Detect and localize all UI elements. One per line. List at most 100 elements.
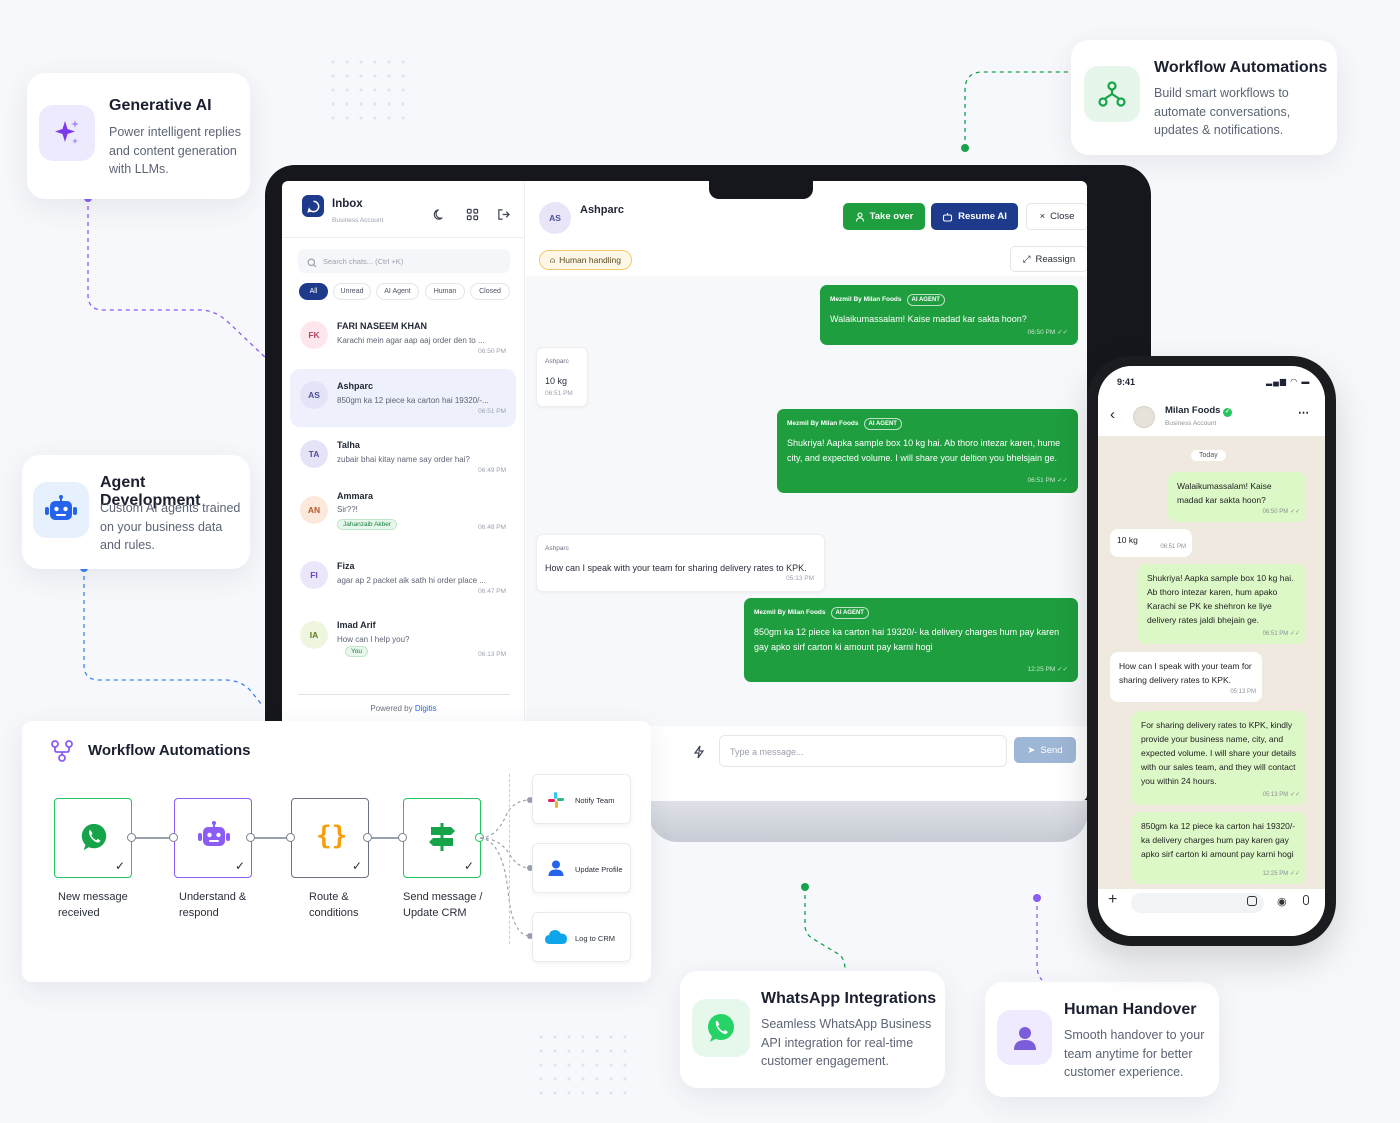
message-time: 05:13 PM [786,574,814,582]
user-icon: ⍝ [550,254,556,265]
phone-message-text: Walaikumassalam! Kaise madad kar sakta h… [1177,481,1272,505]
chat-time: 06:47 PM [478,588,506,595]
phone-message-time: 06:50 PM ✓✓ [1262,509,1300,515]
inbox-title: Inbox [332,198,363,210]
message-text: 850gm ka 12 piece ka carton hai 19320/- … [754,626,1060,653]
avatar: FI [300,561,328,589]
feature-card-whatsapp: WhatsApp Integrations Seamless WhatsApp … [680,971,945,1088]
more-icon[interactable]: ⋯ [1298,407,1309,419]
powered-by-prefix: Powered by [370,704,413,713]
workflow-node-understand[interactable]: ✓ [174,798,252,878]
chat-list-item[interactable]: FI Fiza agar ap 2 packet aik sath hi ord… [290,549,516,607]
sticker-icon[interactable] [1247,896,1257,906]
person-icon [997,1010,1052,1065]
filter-all[interactable]: All [299,283,328,300]
phone-message-time: 06:51 PM [1160,544,1186,550]
feature-desc: Seamless WhatsApp Business API integrati… [761,1017,932,1068]
node-label: Understand & respond [179,891,247,919]
message-sender: Mezmil By Milan Foods [830,296,902,303]
phone-message-text: For sharing delivery rates to KPK, kindl… [1141,720,1296,786]
message-input[interactable]: Type a message... [719,735,1007,767]
chat-list-item[interactable]: FK FARI NASEEM KHAN Karachi mein agar aa… [290,309,516,367]
robot-icon [197,821,231,856]
take-over-button[interactable]: Take over [843,203,925,230]
connector-dot [286,833,295,842]
mic-icon[interactable] [1303,895,1309,905]
action-notify-team[interactable]: Notify Team [532,774,631,824]
dots-decoration [326,55,410,125]
chat-list-item[interactable]: AN Ammara Sir??! Jahanzaib Akber 06:48 P… [290,481,516,543]
connector-dot [398,833,407,842]
message-time: 06:51 PM [545,389,573,397]
logout-icon[interactable] [497,208,510,226]
phone-message-outgoing: 850gm ka 12 piece ka carton hai 19320/- … [1132,812,1306,884]
assignee-badge: You [345,646,368,657]
filter-ai-agent[interactable]: AI Agent [376,283,419,300]
feature-title: Workflow Automations [1154,59,1328,76]
connector-dot [127,833,136,842]
inbox-subtitle: Business Account [332,217,384,224]
workflow-node-send[interactable]: ✓ [403,798,481,878]
connector-dot [169,833,178,842]
chat-list-item[interactable]: IA Imad Arif How can I help you? You 06:… [290,608,516,670]
filter-human[interactable]: Human [425,283,465,300]
chat-preview: zubair bhai kitay name say order hai? [337,455,470,464]
feature-card-agent-development: Agent Development Custom AI agents train… [22,455,250,569]
close-button[interactable]: × Close [1026,203,1087,230]
chat-preview: 850gm ka 12 piece ka carton hai 19320/-.… [337,396,489,405]
message-sender: Ashparc [545,545,569,552]
avatar: FK [300,321,328,349]
whatsapp-icon [78,821,110,858]
phone-message-text: How can I speak with your team for shari… [1119,661,1252,685]
back-icon[interactable]: ‹ [1110,406,1115,423]
workflow-node-new-message[interactable]: ✓ [54,798,132,878]
connector-line [251,837,291,839]
chat-list-item[interactable]: TA Talha zubair bhai kitay name say orde… [290,428,516,486]
lightning-icon[interactable] [693,745,705,764]
phone-message-text: 10 kg [1117,535,1138,545]
plus-icon[interactable]: + [1108,891,1118,908]
filter-closed[interactable]: Closed [470,283,510,300]
chat-time: 06:50 PM [478,348,506,355]
moon-icon[interactable] [433,208,446,226]
camera-notch [709,181,813,199]
laptop-base [648,800,1088,842]
chat-time: 06:51 PM [478,408,506,415]
message-sender: Ashparc [545,358,569,365]
contact-name: Milan Foods ✓ [1165,405,1233,417]
filter-unread[interactable]: Unread [333,283,371,300]
action-update-profile[interactable]: Update Profile [532,843,631,893]
resume-ai-button[interactable]: Resume AI [931,203,1018,230]
phone-message-input[interactable] [1131,893,1264,913]
chat-time: 06:49 PM [478,467,506,474]
powered-by-brand[interactable]: Digitis [414,704,437,713]
phone-message-time: 05:13 PM ✓✓ [1262,792,1300,798]
send-button[interactable]: ➤ Send [1014,737,1076,763]
message-bubble-incoming: Ashparc How can I speak with your team f… [536,534,825,592]
action-label: Notify Team [575,796,615,805]
feature-title: WhatsApp Integrations [761,990,937,1007]
check-icon: ✓ [114,859,125,873]
workflow-node-route[interactable]: {} ✓ [291,798,369,878]
reassign-button[interactable]: ⤢ Reassign [1010,246,1087,272]
chat-list-item-selected[interactable]: AS Ashparc 850gm ka 12 piece ka carton h… [290,369,516,427]
branch-lines [480,797,533,939]
chat-preview: Karachi mein agar aap aaj order den to .… [337,336,485,345]
chat-preview: Sir??! [337,505,358,514]
resize-icon: ⤢ [1022,253,1031,265]
phone-message-outgoing: Shukriya! Aapka sample box 10 kg hai. Ab… [1138,564,1306,644]
action-log-to-crm[interactable]: Log to CRM [532,912,631,962]
assignee-badge: Jahanzaib Akber [337,519,398,530]
search-input[interactable]: Search chats... (Ctrl +K) [298,249,510,273]
connector-dot [475,833,484,842]
check-icon: ✓ [234,859,245,873]
grid-icon[interactable] [466,208,479,226]
camera-icon[interactable]: ◉ [1277,896,1287,908]
chat-name: FARI NASEEM KHAN [337,321,428,331]
contact-avatar [1133,406,1155,428]
feature-desc: Custom AI agents trained on your busines… [100,501,241,552]
feature-desc: Smooth handover to your team anytime for… [1064,1028,1205,1079]
chat-name: Ashparc [337,381,374,391]
